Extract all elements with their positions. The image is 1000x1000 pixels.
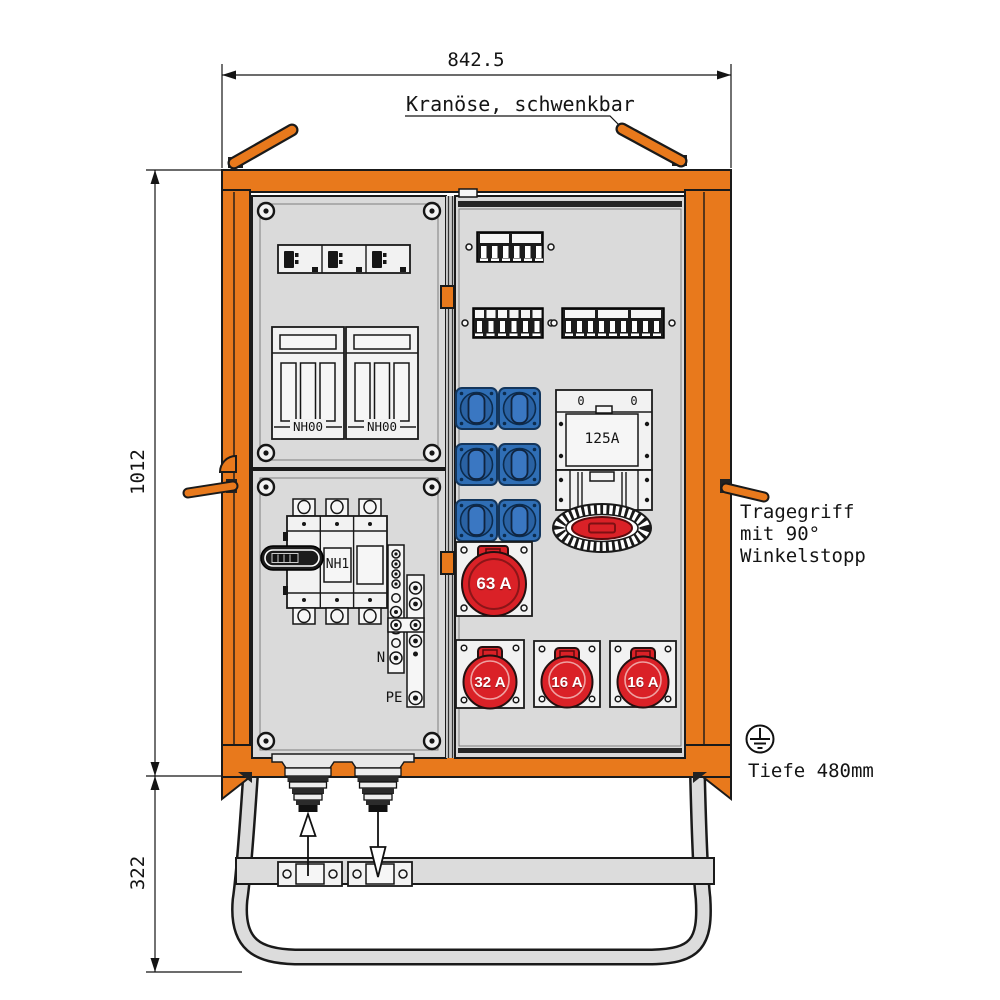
hinge-tab-upper: [440, 285, 455, 309]
clamp-plate-1: [277, 861, 343, 887]
feed-arrow-down: [369, 812, 387, 878]
carry-handle-note-line3: Winkelstopp: [740, 544, 866, 567]
mcb-group-3: [550, 307, 676, 339]
earth-symbol: [745, 724, 775, 754]
carry-handle-right: [720, 479, 770, 503]
carry-handle-note-line2: mit 90°: [740, 522, 821, 545]
dimension-stand-label: 322: [127, 855, 149, 891]
cable-gland-right: [354, 767, 402, 812]
n-terminal-strip: [387, 544, 405, 674]
carry-handle-note: Tragegriff mit 90° Winkelstopp: [740, 501, 866, 568]
door-gap: [440, 196, 455, 758]
carry-handle-left: [182, 454, 239, 499]
cee-16-label-1: 16 A: [551, 674, 583, 691]
schuko-socket: [498, 387, 541, 430]
schuko-socket: [498, 499, 541, 542]
crane-note-leader: [405, 115, 623, 129]
cee-socket-125: [552, 389, 653, 553]
right-panel: [454, 188, 686, 759]
stand-crossbar: [235, 857, 715, 887]
nh1-switch: [260, 498, 392, 625]
mini-breaker-1: [284, 251, 318, 272]
pe-terminal-strip: [387, 574, 425, 708]
nh1-label: NH1: [325, 557, 350, 572]
nh00-label-2-text: NH00: [363, 419, 401, 434]
cee-socket-16-1: [533, 640, 601, 709]
crane-eyelet-right: [615, 122, 688, 168]
door-upper-screws: [256, 201, 442, 463]
foot-left: [221, 776, 253, 802]
cable-gland-left: [284, 767, 332, 812]
cee-125-label: 125A: [584, 431, 620, 447]
nh00-label-1: NH00: [272, 419, 344, 434]
cee-16-label-2: 16 A: [627, 674, 659, 691]
meter-zero-right: 0: [630, 394, 638, 408]
meter-zero-left: 0: [577, 394, 585, 408]
feed-arrow-up: [299, 811, 317, 876]
nh00-label-2: NH00: [346, 419, 418, 434]
depth-note: Tiefe 480mm: [748, 760, 874, 782]
crane-note: Kranöse, schwenkbar: [406, 92, 635, 116]
nh00-fuse-1: [271, 326, 345, 440]
terminal-strip-box: [277, 244, 411, 274]
n-terminal-label: N: [376, 650, 386, 666]
dimension-top-label: 842.5: [447, 49, 505, 71]
nh00-label-1-text: NH00: [289, 419, 327, 434]
door-upper: [251, 195, 447, 469]
mcb-group-2: [461, 307, 555, 339]
foot-right: [700, 776, 732, 802]
mcb-group-1: [465, 231, 555, 263]
door-lower: [251, 469, 447, 759]
schuko-socket: [455, 443, 498, 486]
clamp-plate-2: [347, 861, 413, 887]
cee-32-label: 32 A: [474, 674, 506, 691]
gland-flange: [271, 753, 415, 769]
nh1-handle: [260, 545, 324, 571]
schuko-socket: [498, 443, 541, 486]
mini-breaker-3: [372, 251, 406, 272]
hinge-tab-lower: [440, 551, 455, 575]
dimension-left-label: 1012: [127, 449, 149, 495]
pe-terminal-label: PE: [385, 690, 403, 706]
cee-63-label: 63 A: [476, 574, 512, 593]
dimension-top: [221, 64, 732, 168]
carry-handle-note-line1: Tragegriff: [740, 501, 855, 523]
side-pillar-right: [684, 189, 732, 751]
crane-eyelet-left: [227, 123, 299, 170]
mini-breaker-2: [328, 251, 362, 272]
schuko-socket: [455, 499, 498, 542]
cee-socket-32: [455, 639, 525, 710]
cee-socket-63: [455, 541, 533, 617]
dimension-left: [146, 169, 242, 973]
panel-latch: [458, 188, 478, 198]
schuko-socket: [455, 387, 498, 430]
door-lower-screws: [256, 477, 442, 751]
schuko-sockets: [455, 387, 541, 542]
cee-socket-16-2: [609, 640, 677, 709]
